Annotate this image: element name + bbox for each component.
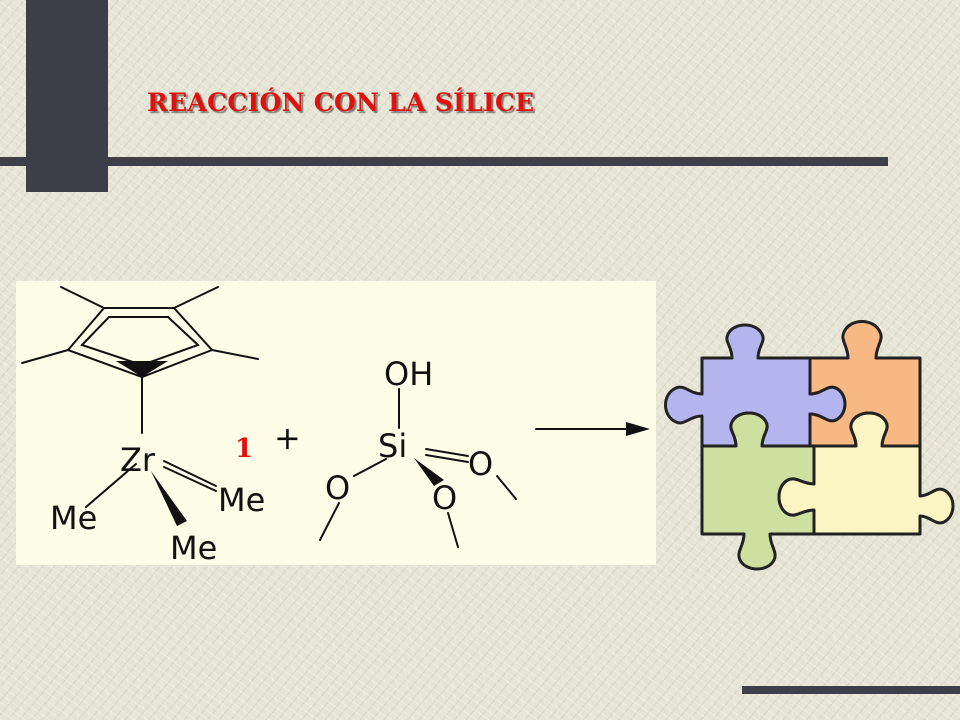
o-left-label: O xyxy=(325,469,350,507)
title-divider-rule xyxy=(0,157,888,166)
o-left-tail xyxy=(319,502,340,541)
cp-methyl-4 xyxy=(211,349,259,360)
zr-me-left-bond xyxy=(85,463,137,508)
o-middle-tail xyxy=(447,512,459,548)
si-o-middle-wedge xyxy=(414,458,444,486)
zr-me-right-bond-a xyxy=(163,460,217,487)
slide-title: REACCIÓN CON LA SÍLICE xyxy=(147,88,535,117)
compound-number-label: 1 xyxy=(235,434,253,464)
reaction-scheme: Zr Me Me Me 1 + OH Si O O O xyxy=(16,281,656,565)
cp-methyl-2 xyxy=(173,286,219,309)
cp-ring xyxy=(66,307,214,379)
oh-label: OH xyxy=(384,355,433,393)
bottom-decor-rule xyxy=(742,686,960,694)
si-label: Si xyxy=(378,427,407,465)
zr-me-right-bond-b xyxy=(163,466,217,492)
plus-sign: + xyxy=(274,419,301,457)
si-o-right-bond-b xyxy=(425,454,469,463)
o-right-label: O xyxy=(468,445,493,483)
o-middle-label: O xyxy=(432,479,457,517)
reaction-scheme-drawing: Zr Me Me Me 1 + OH Si O O O xyxy=(21,286,650,565)
zr-me-bottom-wedge xyxy=(151,471,187,526)
cp-ring-inner xyxy=(80,316,200,367)
reaction-arrow-head xyxy=(626,422,650,436)
cp-methyl-1 xyxy=(60,286,105,309)
si-o-left-bond xyxy=(353,458,387,477)
cp-methyl-3 xyxy=(21,349,69,364)
me-left-label: Me xyxy=(50,499,97,537)
puzzle-pieces-image xyxy=(664,320,955,571)
zr-label: Zr xyxy=(120,441,156,479)
me-right-label: Me xyxy=(218,481,265,519)
si-o-right-bond-a xyxy=(425,448,469,457)
me-bottom-label: Me xyxy=(170,529,217,565)
cp-zr-wedge xyxy=(116,361,168,377)
o-right-tail xyxy=(496,475,517,500)
puzzle-piece-yellow xyxy=(777,411,955,536)
